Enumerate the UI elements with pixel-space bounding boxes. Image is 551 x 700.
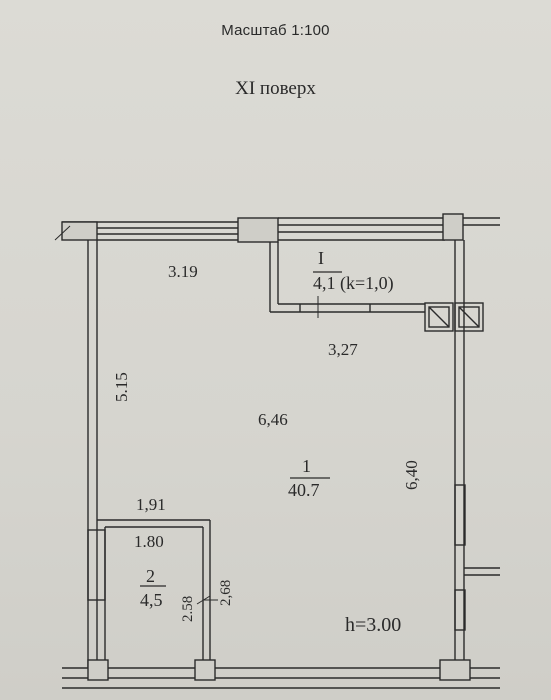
room2-number: 2 bbox=[146, 566, 155, 586]
dim-bath-inner-height: 2.58 bbox=[180, 595, 196, 622]
dim-balcony-width: 3,27 bbox=[328, 340, 358, 359]
column-mid bbox=[237, 217, 279, 243]
dim-right-height: 6,40 bbox=[402, 460, 421, 490]
vent-shaft-2 bbox=[454, 302, 484, 332]
dim-bath-inner-width: 1.80 bbox=[134, 532, 164, 551]
dim-bath-outer-width: 1,91 bbox=[136, 495, 166, 514]
balcony-number: I bbox=[318, 248, 324, 268]
room2-area: 4,5 bbox=[140, 590, 163, 610]
column-right-top bbox=[442, 213, 464, 241]
dim-top-left-width: 3.19 bbox=[168, 262, 198, 281]
scale-label: Масштаб 1:100 bbox=[221, 22, 330, 39]
dim-room-width: 6,46 bbox=[258, 410, 288, 429]
room1-number: 1 bbox=[302, 456, 311, 476]
floor-label: XI поверх bbox=[235, 78, 316, 99]
balcony-area: 4,1 (k=1,0) bbox=[313, 273, 394, 293]
bath-left-window bbox=[87, 529, 106, 601]
room1-area: 40.7 bbox=[288, 480, 320, 500]
right-window-1 bbox=[454, 484, 466, 546]
vent-shaft-1 bbox=[424, 302, 454, 332]
dim-left-height: 5.15 bbox=[112, 372, 131, 402]
dim-bath-outer-height: 2,68 bbox=[218, 579, 234, 606]
ceiling-height: h=3.00 bbox=[345, 614, 402, 636]
corner-column-left bbox=[61, 221, 98, 241]
right-window-2 bbox=[454, 589, 466, 631]
